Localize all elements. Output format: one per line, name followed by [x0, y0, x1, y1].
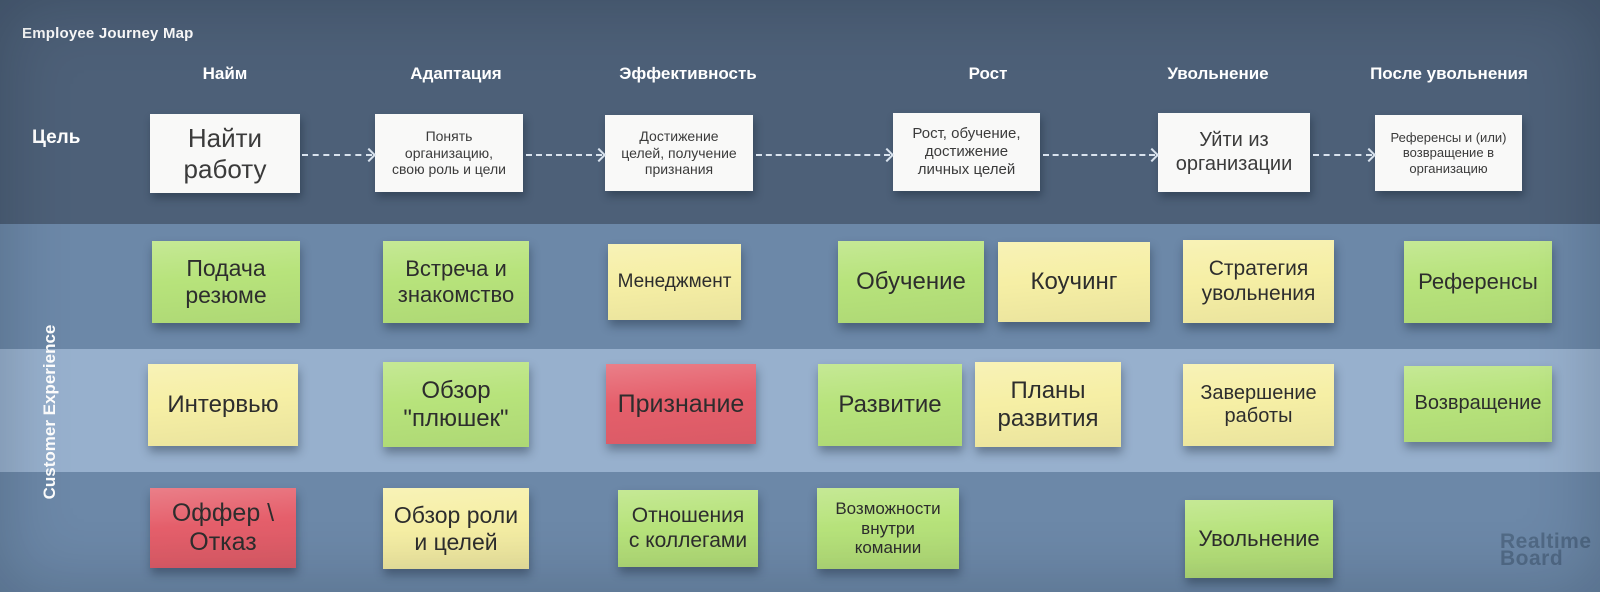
sticky-text: Подача резюме [185, 255, 267, 308]
sticky-note[interactable]: Возможности внутри комании [817, 488, 959, 569]
sticky-text: Интервью [167, 391, 279, 419]
sticky-note[interactable]: Увольнение [1185, 500, 1333, 578]
goal-text: Понять организацию, свою роль и цели [392, 128, 506, 178]
sticky-note[interactable]: Референсы [1404, 241, 1552, 323]
stage-column-label[interactable]: Увольнение [1167, 64, 1269, 83]
goal-text: Достижение целей, получение признания [621, 128, 737, 178]
stage-column-label[interactable]: Адаптация [410, 64, 502, 83]
stage-column-label[interactable]: Эффективность [619, 64, 757, 83]
sticky-text: Обзор "плюшек" [403, 376, 509, 432]
sticky-text: Менеджмент [617, 270, 732, 292]
sticky-text: Возвращение [1414, 392, 1542, 415]
goal-card[interactable]: Достижение целей, получение признания [605, 115, 753, 191]
board-title[interactable]: Employee Journey Map [22, 25, 194, 42]
sticky-text: Увольнение [1198, 526, 1320, 552]
customer-experience-label[interactable]: Customer Experience [40, 324, 59, 500]
watermark-line: Realtime [1500, 530, 1592, 553]
sticky-text: Встреча и знакомство [397, 256, 515, 307]
sticky-text: Оффер \ Отказ [171, 499, 275, 556]
sticky-note[interactable]: Коучинг [998, 242, 1150, 322]
sticky-note[interactable]: Планы развития [975, 362, 1121, 447]
sticky-text: Обучение [856, 268, 966, 296]
goal-text: Рост, обучение, достижение личных целей [912, 125, 1021, 178]
sticky-note[interactable]: Завершение работы [1183, 364, 1334, 446]
sticky-text: Признание [617, 389, 745, 418]
sticky-note[interactable]: Стратегия увольнения [1183, 240, 1334, 323]
goal-card[interactable]: Уйти из организации [1158, 113, 1310, 192]
sticky-note[interactable]: Оффер \ Отказ [150, 488, 296, 568]
flow-arrow [1043, 154, 1155, 156]
sticky-text: Обзор роли и целей [393, 501, 519, 555]
sticky-note[interactable]: Встреча и знакомство [383, 241, 529, 323]
stage-column-label[interactable]: Рост [968, 64, 1008, 83]
goal-text: Уйти из организации [1175, 128, 1293, 175]
goal-text: Найти работу [183, 122, 267, 184]
flow-arrow [756, 154, 890, 156]
stage-column-label[interactable]: Найм [202, 64, 248, 83]
sticky-text: Возможности внутри комании [835, 498, 941, 558]
goal-row-label[interactable]: Цель [32, 127, 81, 148]
goal-card[interactable]: Референсы и (или) возвращение в организа… [1375, 115, 1522, 191]
sticky-text: Стратегия увольнения [1201, 257, 1316, 305]
stage-column-label[interactable]: После увольнения [1370, 64, 1528, 83]
sticky-note[interactable]: Менеджмент [608, 244, 741, 320]
goal-card[interactable]: Найти работу [150, 114, 300, 193]
sticky-text: Планы развития [997, 376, 1099, 432]
flow-arrow [302, 154, 372, 156]
sticky-note[interactable]: Развитие [818, 364, 962, 446]
sticky-note[interactable]: Обучение [838, 241, 984, 323]
sticky-text: Завершение работы [1200, 381, 1317, 427]
sticky-note[interactable]: Обзор роли и целей [383, 488, 529, 569]
watermark-line: Board [1500, 547, 1564, 570]
goal-card[interactable]: Рост, обучение, достижение личных целей [893, 113, 1040, 191]
sticky-note[interactable]: Отношения с коллегами [618, 490, 758, 567]
sticky-text: Референсы [1418, 269, 1538, 295]
sticky-text: Развитие [838, 391, 942, 419]
sticky-note[interactable]: Возвращение [1404, 366, 1552, 442]
goal-text: Референсы и (или) возвращение в организа… [1390, 130, 1507, 176]
sticky-text: Коучинг [1030, 268, 1118, 296]
sticky-note[interactable]: Обзор "плюшек" [383, 362, 529, 447]
sticky-note[interactable]: Подача резюме [152, 241, 300, 323]
goal-card[interactable]: Понять организацию, свою роль и цели [375, 114, 523, 192]
sticky-note[interactable]: Интервью [148, 364, 298, 446]
sticky-note[interactable]: Признание [606, 364, 756, 444]
sticky-text: Отношения с коллегами [628, 504, 748, 552]
realtimeboard-watermark: Realtime Board [1500, 530, 1592, 570]
flow-arrow [1313, 154, 1372, 156]
flow-arrow [526, 154, 602, 156]
